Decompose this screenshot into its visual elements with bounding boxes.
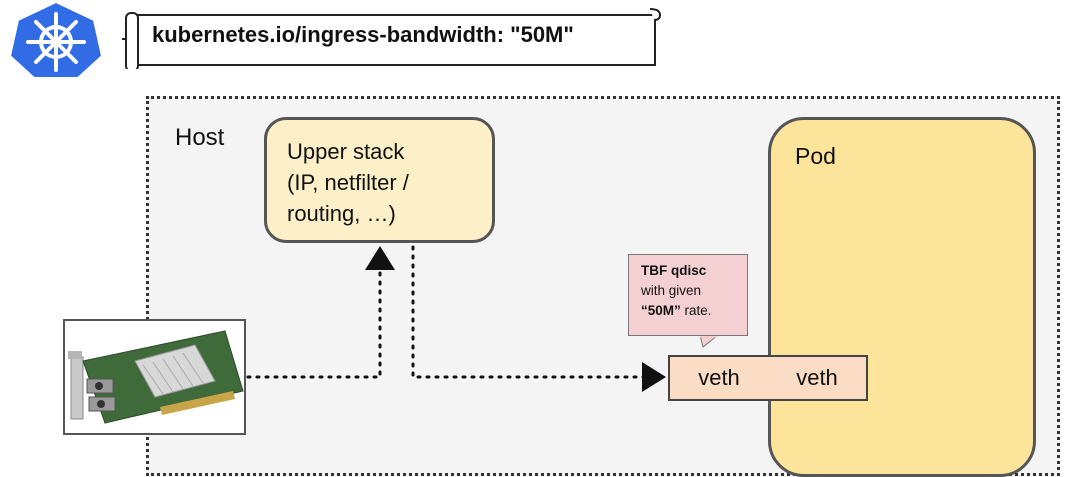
annotation-text: kubernetes.io/ingress-bandwidth: "50M" (152, 22, 574, 47)
annotation-scroll (122, 8, 662, 69)
flow-arrows (246, 245, 666, 392)
pod-label: Pod (795, 143, 836, 169)
kubernetes-helm-icon (10, 0, 102, 79)
tbf-note-line-3: “50M” rate. (641, 301, 747, 321)
veth-pod-end: veth (768, 355, 868, 401)
host-label: Host (175, 124, 225, 151)
tbf-note: TBF qdisc with given “50M” rate. (628, 254, 748, 336)
upper-stack-line-1: Upper stack (287, 139, 405, 164)
upper-stack-line-2: (IP, netfilter / (287, 170, 409, 195)
veth-host-end: veth (668, 355, 770, 401)
nic-card-icon (68, 330, 244, 424)
tbf-note-line-1: TBF qdisc (641, 263, 707, 278)
upper-stack-line-3: routing, …) (287, 201, 396, 226)
arrow-upper-stack-to-veth (411, 245, 666, 392)
tbf-note-line-2: with given (641, 283, 702, 298)
nic-card-image (63, 319, 246, 435)
upper-stack-box: Upper stack (IP, netfilter / routing, …) (264, 117, 495, 243)
arrow-nic-to-upper-stack (246, 246, 395, 379)
tbf-note-rate: “50M” (641, 303, 681, 318)
tbf-note-rate-suffix: rate. (680, 303, 712, 318)
